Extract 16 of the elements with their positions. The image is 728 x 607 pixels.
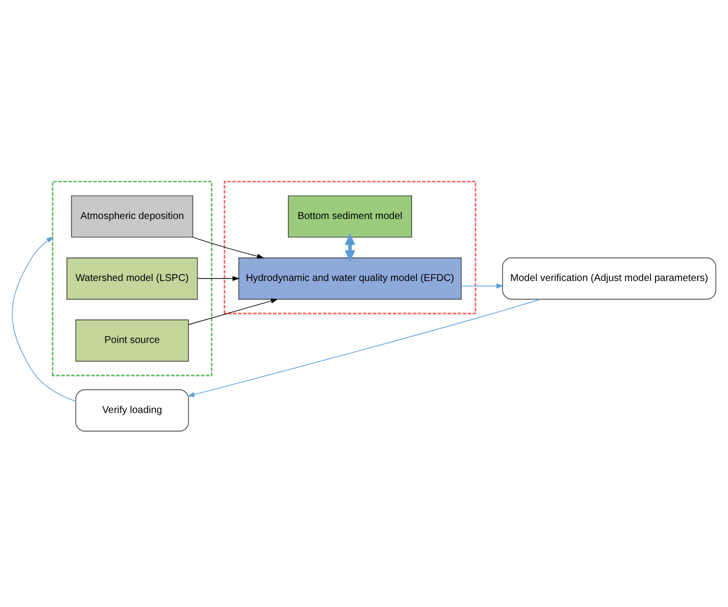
node-box: Atmospheric deposition bbox=[71, 195, 194, 238]
cluster bbox=[224, 180, 476, 314]
arrow bbox=[344, 232, 356, 262]
arrow bbox=[187, 298, 542, 397]
arrow bbox=[188, 298, 278, 325]
arrow bbox=[197, 276, 240, 282]
node-box: Point source bbox=[75, 320, 189, 362]
node-box: Bottom sediment model bbox=[288, 195, 412, 238]
arrow bbox=[12, 236, 76, 402]
arrow bbox=[460, 283, 504, 288]
cluster bbox=[52, 180, 212, 376]
arrow bbox=[192, 236, 264, 259]
node-box: Hydrodynamic and water quality model (EFDC) bbox=[238, 258, 462, 300]
node-box: Verify loading bbox=[75, 389, 189, 432]
node-box: Model verification (Adjust model parameters) bbox=[502, 258, 716, 300]
node-box: Watershed model (LSPC) bbox=[66, 258, 198, 300]
